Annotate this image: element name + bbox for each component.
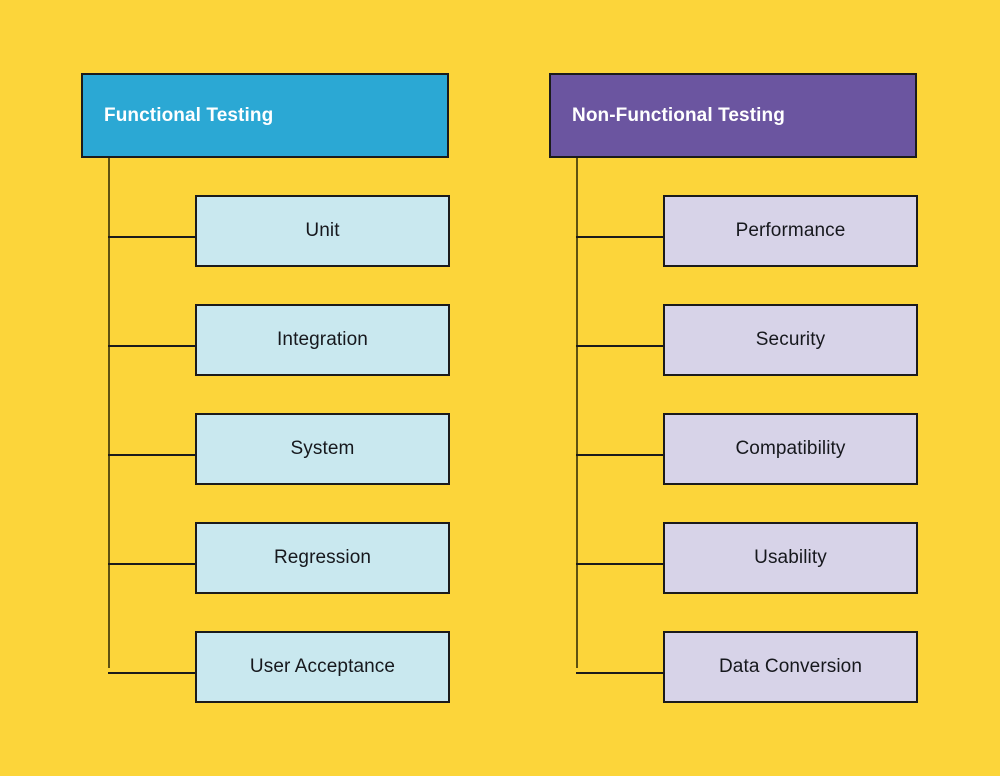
node-label-regression: Regression <box>273 547 372 568</box>
connector-stub-integration <box>108 345 197 347</box>
node-label-integration: Integration <box>277 329 368 350</box>
connector-stub-performance <box>576 236 665 238</box>
node-box-compatibility[interactable]: Compatibility <box>663 413 918 485</box>
node-box-performance[interactable]: Performance <box>663 195 918 267</box>
node-label-user-acceptance: User Acceptance <box>249 656 396 677</box>
node-box-integration[interactable]: Integration <box>195 304 450 376</box>
root-label-non-functional: Non-Functional Testing <box>572 104 785 126</box>
connector-stub-regression <box>108 563 197 565</box>
node-box-system[interactable]: System <box>195 413 450 485</box>
connector-stub-data-conversion <box>576 672 665 674</box>
node-box-security[interactable]: Security <box>663 304 918 376</box>
node-label-usability: Usability <box>754 547 827 568</box>
trunk-line-non-functional <box>576 158 578 668</box>
connector-stub-usability <box>576 563 665 565</box>
connector-stub-compatibility <box>576 454 665 456</box>
node-box-regression[interactable]: Regression <box>195 522 450 594</box>
node-label-performance: Performance <box>735 220 846 241</box>
root-label-functional: Functional Testing <box>104 104 274 126</box>
node-box-unit[interactable]: Unit <box>195 195 450 267</box>
node-label-data-conversion: Data Conversion <box>718 656 863 677</box>
node-label-security: Security <box>755 329 826 350</box>
root-box-non-functional[interactable]: Non-Functional Testing <box>549 73 917 158</box>
node-box-user-acceptance[interactable]: User Acceptance <box>195 631 450 703</box>
connector-stub-system <box>108 454 197 456</box>
node-box-data-conversion[interactable]: Data Conversion <box>663 631 918 703</box>
connector-stub-user-acceptance <box>108 672 197 674</box>
connector-stub-unit <box>108 236 197 238</box>
node-label-unit: Unit <box>305 220 340 241</box>
root-box-functional[interactable]: Functional Testing <box>81 73 449 158</box>
node-label-system: System <box>290 438 355 459</box>
node-label-compatibility: Compatibility <box>735 438 846 459</box>
node-box-usability[interactable]: Usability <box>663 522 918 594</box>
connector-stub-security <box>576 345 665 347</box>
trunk-line-functional <box>108 158 110 668</box>
